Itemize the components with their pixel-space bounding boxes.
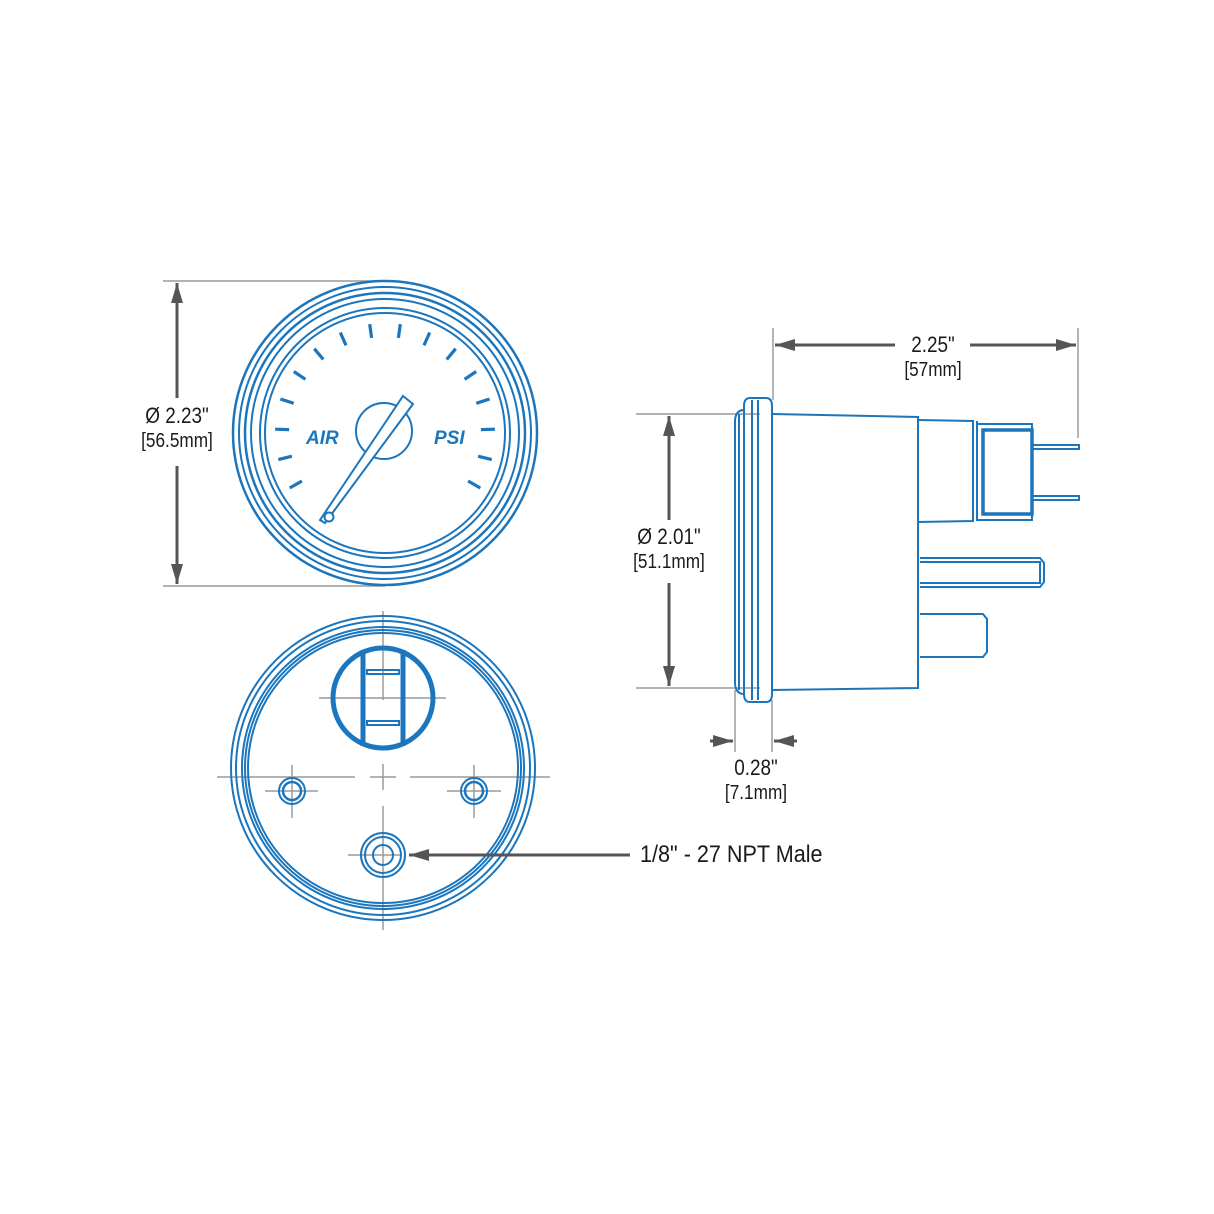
dial-tick	[368, 323, 374, 339]
side-view	[636, 328, 1080, 752]
centerlines	[217, 611, 550, 930]
dial-tick	[463, 370, 478, 381]
connector-socket	[330, 645, 436, 751]
bezel-thickness-mm: [7.1mm]	[724, 782, 788, 804]
dial-tick	[396, 323, 402, 339]
side-bezel	[734, 397, 773, 703]
dial-tick	[445, 347, 457, 361]
side-connector	[976, 423, 1034, 521]
length-mm: [57mm]	[904, 359, 962, 381]
dial-tick	[475, 397, 491, 405]
front-diameter-inches: Ø 2.23"	[145, 403, 209, 428]
body-diameter-inches: Ø 2.01"	[637, 524, 701, 549]
gauge-body	[771, 413, 919, 691]
dial-tick	[279, 397, 295, 405]
mounting-stud-right	[460, 777, 488, 805]
dial-tick	[288, 479, 303, 490]
needle-hub	[355, 402, 413, 460]
bezel-thickness-inches: 0.28"	[734, 755, 778, 780]
back-housing	[230, 615, 536, 921]
body-diameter-label: Ø 2.01" [51.1mm]	[612, 524, 726, 573]
dial-ticks	[275, 323, 495, 490]
dial-tick	[467, 479, 482, 490]
length-inches: 2.25"	[911, 332, 955, 357]
rear-neck	[917, 419, 978, 523]
npt-fitting	[360, 832, 406, 878]
dial-label-air: AIR	[306, 428, 339, 449]
front-diameter-label: Ø 2.23" [56.5mm]	[115, 403, 239, 452]
npt-callout-label: 1/8" - 27 NPT Male	[640, 841, 823, 868]
dial-tick	[277, 454, 293, 462]
back-view	[217, 611, 630, 930]
dial-tick	[292, 370, 307, 381]
dial-tick	[338, 331, 348, 346]
mounting-stud-left	[278, 777, 306, 805]
connector-pins	[1031, 444, 1080, 501]
length-label: 2.25" [57mm]	[890, 332, 976, 381]
dial-tick	[477, 454, 493, 462]
gauge-needle	[318, 394, 415, 525]
gauge-bezel	[231, 279, 539, 587]
mounting-stud-long	[920, 557, 1045, 588]
dial-tick	[313, 347, 325, 361]
front-diameter-mm: [56.5mm]	[141, 430, 213, 452]
dial-label-psi: PSI	[434, 428, 465, 449]
pressure-port	[920, 613, 988, 658]
front-view	[163, 279, 539, 587]
dial-tick	[422, 331, 432, 346]
bezel-thickness-label: 0.28" [7.1mm]	[710, 755, 802, 804]
body-diameter-mm: [51.1mm]	[633, 551, 705, 573]
